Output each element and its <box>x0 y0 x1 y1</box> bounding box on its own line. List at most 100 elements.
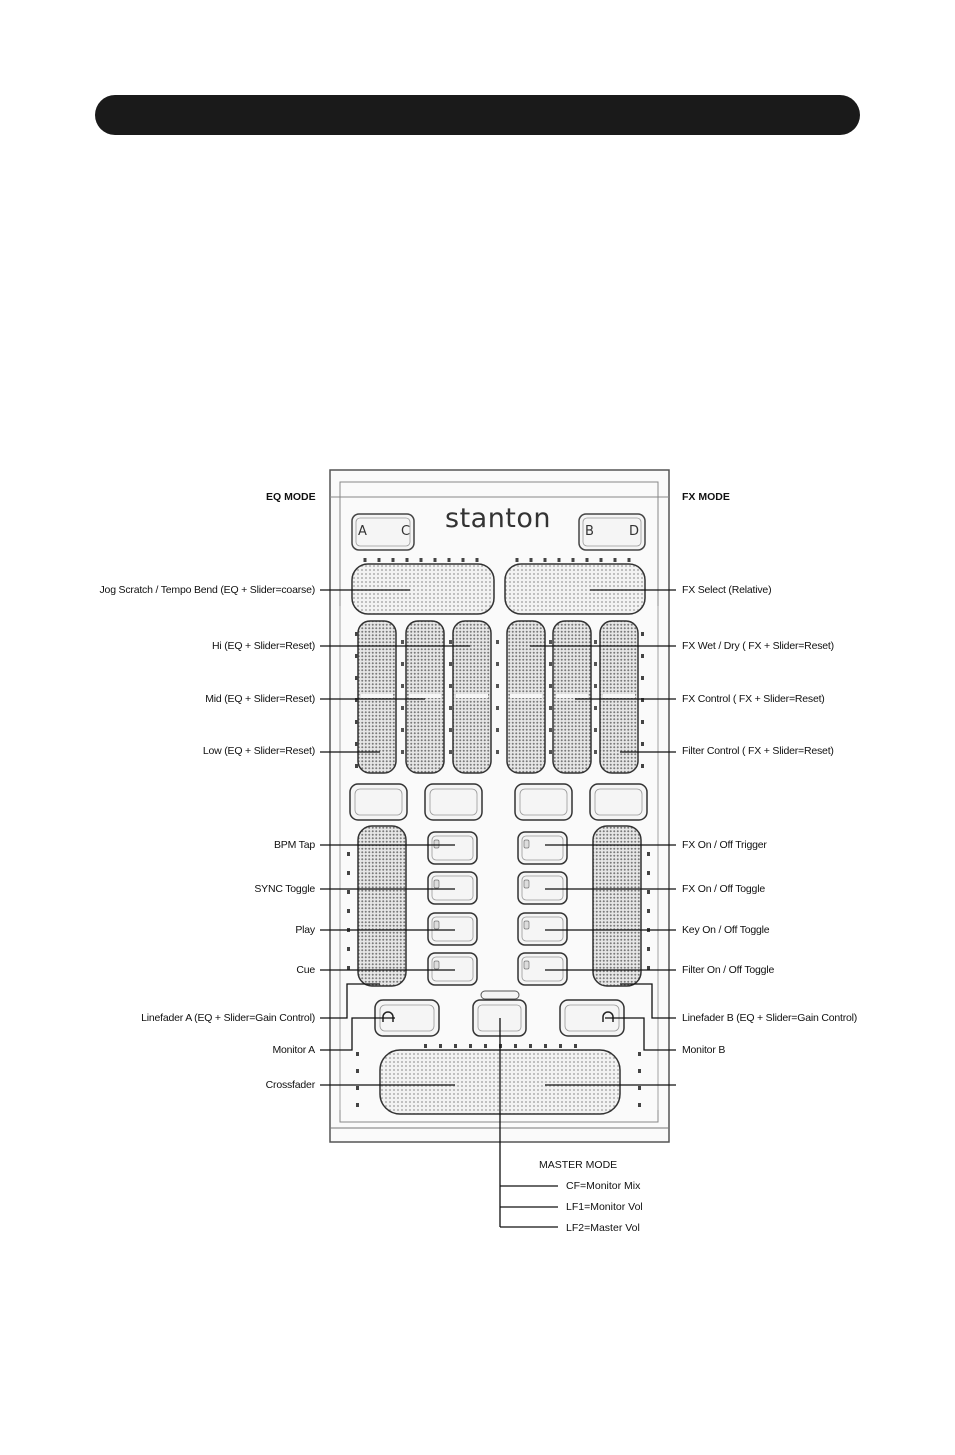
label-monitor-b: Monitor B <box>682 1044 726 1056</box>
master-mode-lf2: LF2=Master Vol <box>566 1222 640 1234</box>
pad-button[interactable] <box>349 783 408 821</box>
led <box>549 684 552 688</box>
led <box>401 684 404 688</box>
led <box>355 676 358 680</box>
led <box>647 852 650 856</box>
led <box>641 676 644 680</box>
led <box>594 750 597 754</box>
led <box>449 706 452 710</box>
label-cue: Cue <box>296 964 315 976</box>
transport-led <box>523 960 530 970</box>
led <box>647 909 650 913</box>
transport-button[interactable] <box>427 871 478 905</box>
led <box>496 706 499 710</box>
label-fx-wet-dry: FX Wet / Dry ( FX + Slider=Reset) <box>682 640 834 652</box>
callout-line <box>320 983 380 1019</box>
led <box>401 640 404 644</box>
fx-select-strip[interactable] <box>504 563 646 615</box>
label-bpm-tap: BPM Tap <box>273 839 315 851</box>
led <box>647 966 650 970</box>
led <box>543 558 547 562</box>
led <box>496 684 499 688</box>
led <box>496 728 499 732</box>
led <box>484 1044 487 1048</box>
label-filter-control: Filter Control ( FX + Slider=Reset) <box>682 745 834 757</box>
fx-mode-title: FX MODE <box>682 491 730 503</box>
led <box>355 632 358 636</box>
pad-button[interactable] <box>589 783 648 821</box>
transport-button[interactable] <box>517 831 568 865</box>
jog-strip-left[interactable] <box>351 563 495 615</box>
label-hi: Hi (EQ + Slider=Reset) <box>212 640 315 652</box>
jog-leds <box>363 558 631 562</box>
led <box>641 654 644 658</box>
deck-letter-a: A <box>358 524 367 539</box>
transport-button[interactable] <box>427 952 478 986</box>
led <box>529 1044 532 1048</box>
led <box>401 728 404 732</box>
label-linefader-b: Linefader B (EQ + Slider=Gain Control) <box>682 1012 858 1024</box>
deck-letter-b: B <box>585 524 594 539</box>
led <box>356 1052 359 1056</box>
strip-notch <box>510 694 542 698</box>
led <box>559 1044 562 1048</box>
led <box>347 871 350 875</box>
led <box>347 947 350 951</box>
transport-button[interactable] <box>427 912 478 946</box>
transport-button-inner <box>521 956 564 982</box>
led <box>638 1103 641 1107</box>
pad-button[interactable] <box>424 783 483 821</box>
led <box>638 1052 641 1056</box>
label-crossfader: Crossfader <box>265 1079 316 1091</box>
transport-button[interactable] <box>517 912 568 946</box>
led <box>347 966 350 970</box>
led <box>461 558 465 562</box>
linefader-a-strip[interactable] <box>357 825 407 987</box>
label-play: Play <box>295 924 315 936</box>
headphone-b-icon <box>602 1011 614 1022</box>
led <box>449 662 452 666</box>
transport-button[interactable] <box>427 831 478 865</box>
deck-ac-button[interactable] <box>351 513 415 551</box>
led <box>529 558 533 562</box>
led <box>454 1044 457 1048</box>
linefader-b-strip[interactable] <box>592 825 642 987</box>
led <box>647 947 650 951</box>
transport-button-inner <box>431 835 474 861</box>
led <box>599 558 603 562</box>
led <box>627 558 631 562</box>
header-bar <box>95 95 860 135</box>
led <box>449 750 452 754</box>
led <box>647 890 650 894</box>
label-fx-toggle: FX On / Off Toggle <box>682 883 765 895</box>
led <box>363 558 367 562</box>
led <box>447 558 451 562</box>
led <box>594 728 597 732</box>
transport-led <box>433 839 440 849</box>
led <box>449 684 452 688</box>
pad-button[interactable] <box>514 783 573 821</box>
callout-line <box>620 983 676 1019</box>
pad-button-inner <box>354 788 403 816</box>
transport-button[interactable] <box>517 871 568 905</box>
deck-bd-button[interactable] <box>578 513 646 551</box>
label-low: Low (EQ + Slider=Reset) <box>202 745 315 757</box>
transport-buttons <box>427 831 568 986</box>
transport-button-inner <box>521 916 564 942</box>
led <box>641 632 644 636</box>
led <box>433 558 437 562</box>
mid-buttons <box>349 783 648 821</box>
led <box>469 1044 472 1048</box>
led <box>355 654 358 658</box>
master-mode-lf1: LF1=Monitor Vol <box>566 1201 643 1213</box>
led <box>475 558 479 562</box>
led <box>377 558 381 562</box>
transport-led <box>523 920 530 930</box>
led <box>391 558 395 562</box>
led <box>347 909 350 913</box>
led <box>419 558 423 562</box>
transport-button[interactable] <box>517 952 568 986</box>
transport-led <box>433 879 440 889</box>
label-monitor-a: Monitor A <box>272 1044 315 1056</box>
brand-logo: stanton <box>445 503 552 534</box>
